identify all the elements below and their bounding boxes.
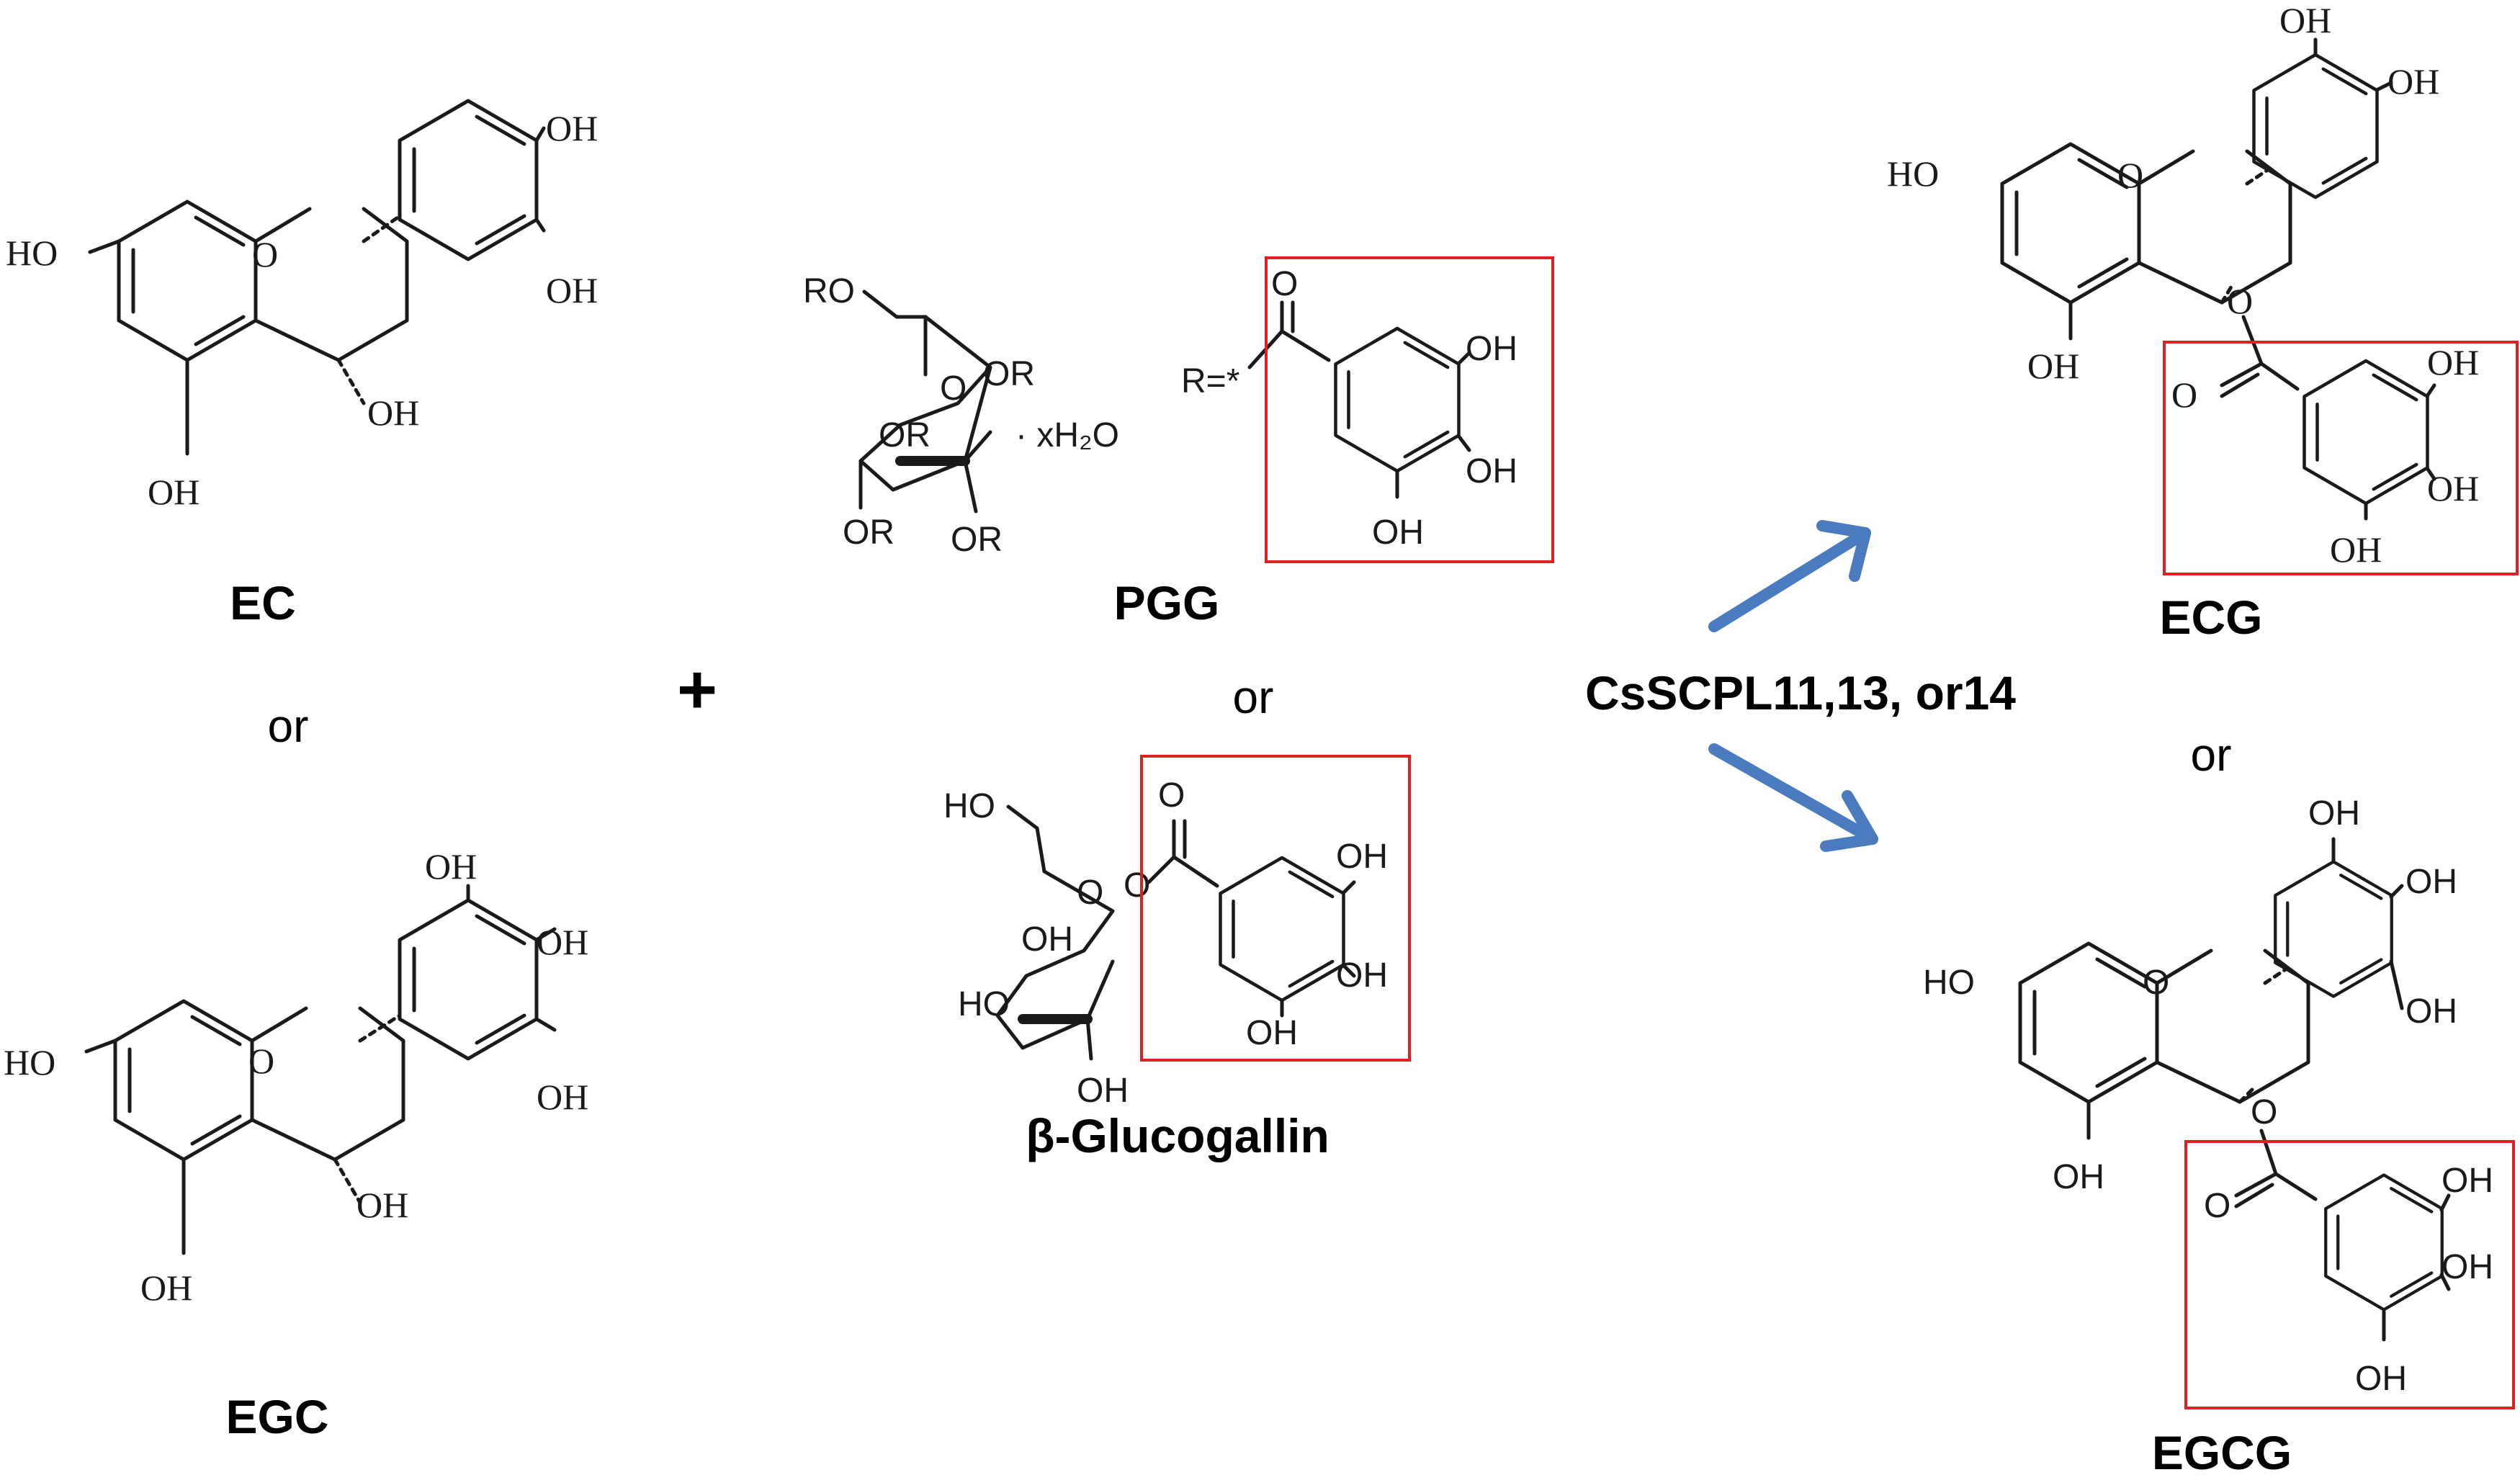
- ec-5-oh: OH: [148, 472, 199, 512]
- ecg-g-oh3: OH: [2330, 529, 2382, 570]
- glucogallin-g-oh1: OH: [1336, 838, 1388, 876]
- ecg-carbonyl-o: O: [2171, 375, 2197, 415]
- pgg-carbonyl-o: O: [1271, 265, 1298, 303]
- egc-structure: HO OH O OH OH OH OH: [4, 846, 588, 1308]
- pgg-ring-o: O: [940, 369, 967, 408]
- glucogallin-g-oh2: OH: [1336, 956, 1388, 995]
- ecg-4p-oh: OH: [2387, 61, 2439, 102]
- glucogallin-ring-o: O: [1077, 874, 1103, 912]
- pgg-or-4: OR: [951, 521, 1003, 559]
- egc-5-oh: OH: [140, 1268, 192, 1308]
- pgg-r-def: R=*: [1181, 362, 1239, 400]
- ec-4p-oh: OH: [546, 270, 598, 310]
- glucogallin-ho-3: HO: [958, 985, 1010, 1023]
- egc-3-oh: OH: [357, 1185, 408, 1225]
- ecg-ester-o: O: [2227, 281, 2253, 321]
- glucogallin-g-oh3: OH: [1246, 1014, 1298, 1052]
- egcg-7-ho: HO: [1923, 964, 1975, 1002]
- arrowhead-ecg: [1816, 520, 1871, 582]
- arrowhead-egcg: [1820, 790, 1878, 852]
- glucogallin-oh-4: OH: [1077, 1072, 1129, 1110]
- egcg-5p-oh: OH: [2405, 992, 2457, 1031]
- pgg-or-1: OR: [983, 355, 1035, 393]
- pgg-or-3: OR: [843, 513, 894, 552]
- pgg-g-oh1: OH: [1466, 330, 1517, 368]
- glucogallin-structure: HO O OH HO OH O O OH OH OH: [943, 755, 1411, 1110]
- plus-sign: +: [677, 651, 717, 728]
- pgg-hydrate: · xH₂O: [1015, 416, 1119, 454]
- glucogallin-ester-o: O: [1124, 866, 1150, 905]
- ec-ring-o: O: [252, 234, 278, 274]
- ecg-label: ECG: [2159, 591, 2262, 644]
- pgg-g-oh3: OH: [1372, 513, 1424, 552]
- egcg-g-oh3: OH: [2355, 1360, 2407, 1398]
- enzyme-label: CsSCPL11,13, or14: [1585, 666, 2016, 719]
- ec-label: EC: [230, 576, 296, 629]
- egc-label: EGC: [225, 1390, 328, 1443]
- pgg-g-oh2: OH: [1466, 452, 1517, 490]
- ec-3p-oh: OH: [546, 108, 598, 148]
- or-middle: or: [1233, 671, 1274, 723]
- ecg-g-oh2: OH: [2427, 468, 2479, 508]
- ec-7-ho: HO: [6, 233, 58, 273]
- egcg-g-oh1: OH: [2441, 1162, 2493, 1200]
- glucogallin-carbonyl-o: O: [1158, 776, 1185, 815]
- or-right: or: [2191, 729, 2232, 781]
- pgg-structure: RO O OR OR OR OR · xH₂O R=* O OH OH OH: [803, 256, 1554, 563]
- ecg-ring-o: O: [2117, 155, 2143, 195]
- egc-5p-oh: OH: [537, 1077, 588, 1117]
- egc-7-ho: HO: [4, 1042, 55, 1082]
- ecg-g-oh1: OH: [2427, 342, 2479, 382]
- egcg-structure: HO OH O O OH OH OH O OH OH OH: [1923, 794, 2515, 1409]
- egc-ring-o: O: [248, 1041, 274, 1081]
- ecg-structure: HO OH O O OH OH O OH OH OH: [1887, 0, 2519, 575]
- reaction-arrows: [1708, 520, 1878, 852]
- egc-3p-oh: OH: [425, 846, 477, 887]
- egcg-5-oh: OH: [2053, 1158, 2104, 1196]
- pgg-ro: RO: [803, 272, 855, 310]
- glucogallin-label: β-Glucogallin: [1026, 1109, 1329, 1162]
- pgg-label: PGG: [1114, 576, 1220, 629]
- ec-3-oh: OH: [367, 393, 419, 433]
- glucogallin-ho-top: HO: [943, 787, 995, 825]
- ec-structure: HO OH O OH OH OH: [6, 101, 598, 512]
- glucogallin-oh-2: OH: [1021, 920, 1073, 959]
- arrow-to-ecg: [1708, 527, 1871, 632]
- arrow-to-egcg: [1708, 743, 1878, 845]
- egcg-3p-oh: OH: [2308, 794, 2360, 833]
- glucogallin-galloyl-highlight: [1140, 755, 1411, 1062]
- egcg-ester-o: O: [2251, 1093, 2277, 1131]
- egcg-4p-oh: OH: [2405, 863, 2457, 901]
- ecg-galloyl-highlight: [2163, 341, 2519, 575]
- egcg-ring-o: O: [2143, 964, 2169, 1002]
- ecg-3p-oh: OH: [2279, 0, 2331, 40]
- egcg-galloyl-highlight: [2184, 1140, 2515, 1409]
- ecg-7-ho: HO: [1887, 153, 1939, 194]
- egcg-label: EGCG: [2152, 1426, 2292, 1479]
- ecg-5-oh: OH: [2027, 346, 2079, 386]
- or-left: or: [268, 700, 309, 752]
- pgg-galloyl-highlight: [1265, 256, 1554, 563]
- egcg-g-oh2: OH: [2441, 1248, 2493, 1286]
- pgg-or-2: OR: [879, 416, 931, 454]
- egc-4p-oh: OH: [537, 922, 588, 962]
- egcg-carbonyl-o: O: [2204, 1187, 2230, 1225]
